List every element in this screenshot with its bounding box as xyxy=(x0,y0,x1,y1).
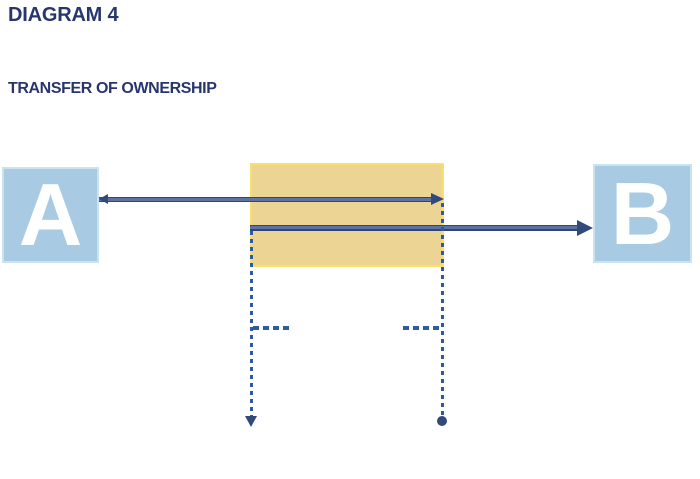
dot-terminator-icon xyxy=(437,416,447,426)
diagram-subtitle: TRANSFER OF OWNERSHIP xyxy=(8,80,217,97)
node-b-label: B xyxy=(610,163,675,263)
diagram-title: DIAGRAM 4 xyxy=(8,4,119,26)
right-lifeline xyxy=(441,203,444,415)
node-a: A xyxy=(2,167,99,263)
edge-zone-to-b xyxy=(250,225,577,231)
node-a-label: A xyxy=(18,165,83,264)
arrow-down-icon xyxy=(245,416,257,427)
node-b: B xyxy=(593,164,692,263)
right-lifeline-branch xyxy=(403,326,441,330)
left-lifeline xyxy=(250,231,253,416)
edge-a-to-zone xyxy=(99,197,431,202)
left-lifeline-branch xyxy=(253,326,291,330)
arrowhead-right-icon xyxy=(431,193,444,205)
arrowhead-left-icon xyxy=(99,194,108,204)
arrowhead-right-icon xyxy=(577,220,593,236)
transfer-zone xyxy=(250,163,444,267)
